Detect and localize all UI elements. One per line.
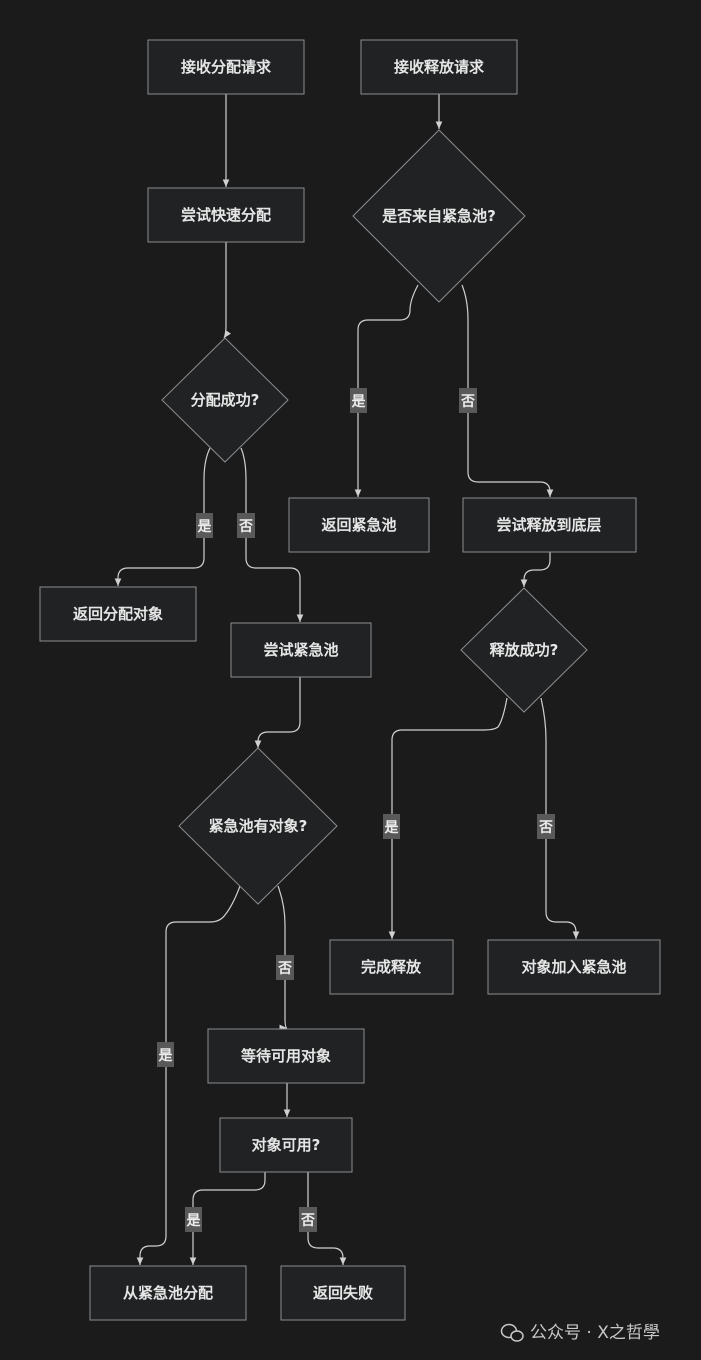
node-try-emergency: 尝试紧急池 <box>230 622 372 678</box>
node-return-alloc: 返回分配对象 <box>39 586 197 642</box>
node-release-ok-label: 释放成功? <box>490 641 559 659</box>
label-from-emergency-yes: 是 <box>350 388 367 413</box>
node-add-to-emergency-label: 对象加入紧急池 <box>521 958 626 976</box>
svg-text:是: 是 <box>385 820 400 836</box>
node-recv-alloc: 接收分配请求 <box>147 39 305 95</box>
node-alloc-ok-decision: 分配成功? <box>161 337 289 463</box>
watermark-text: 公众号 · X之哲學 <box>530 1323 660 1343</box>
node-recv-release: 接收释放请求 <box>360 39 518 95</box>
label-avail-yes: 是 <box>185 1207 202 1232</box>
node-wait-obj: 等待可用对象 <box>207 1028 365 1084</box>
label-has-yes: 是 <box>157 1042 174 1067</box>
label-avail-no: 否 <box>299 1207 317 1232</box>
node-release-done: 完成释放 <box>329 939 454 995</box>
svg-text:是: 是 <box>187 1213 202 1229</box>
node-recv-release-label: 接收释放请求 <box>394 58 485 76</box>
node-try-release-bottom-label: 尝试释放到底层 <box>496 516 601 534</box>
svg-text:是: 是 <box>198 519 213 535</box>
node-try-release-bottom: 尝试释放到底层 <box>462 497 637 553</box>
label-release-ok-yes: 是 <box>383 814 400 839</box>
edges <box>114 94 580 1265</box>
node-return-fail: 返回失败 <box>280 1265 406 1321</box>
node-from-emergency-label: 是否来自紧急池? <box>381 207 496 225</box>
edge-alloc-ok-yes <box>114 447 211 586</box>
label-from-emergency-no: 否 <box>459 388 477 413</box>
node-try-fast: 尝试快速分配 <box>147 187 305 243</box>
edge-release-ok-yes <box>388 697 508 939</box>
edge-try-bottom-to-release-ok <box>520 552 551 587</box>
edge-release-ok-no <box>540 697 580 939</box>
edge-try-emergency-to-has <box>254 677 301 748</box>
node-obj-avail: 对象可用? <box>219 1117 353 1173</box>
label-alloc-ok-no: 否 <box>237 513 255 538</box>
label-has-no: 否 <box>276 955 294 980</box>
watermark: 公众号 · X之哲學 <box>500 1323 660 1343</box>
node-return-emergency: 返回紧急池 <box>288 497 430 553</box>
edge-from-emergency-yes <box>354 284 419 497</box>
edge-try-fast-to-alloc-ok <box>223 242 231 339</box>
label-alloc-ok-yes: 是 <box>196 513 213 538</box>
node-alloc-from-emergency: 从紧急池分配 <box>89 1265 247 1321</box>
node-release-ok-decision: 释放成功? <box>460 587 588 713</box>
node-alloc-from-emergency-label: 从紧急池分配 <box>123 1284 213 1302</box>
edge-alloc-ok-no <box>240 447 304 622</box>
label-release-ok-no: 否 <box>537 814 555 839</box>
node-try-emergency-label: 尝试紧急池 <box>263 641 338 659</box>
svg-text:否: 否 <box>238 519 253 535</box>
edge-from-emergency-no <box>461 284 554 497</box>
edge-labels: 是 否 是 否 是 否 否 是 <box>157 388 555 1232</box>
node-wait-obj-label: 等待可用对象 <box>241 1047 331 1065</box>
node-from-emergency-decision: 是否来自紧急池? <box>352 129 526 303</box>
node-return-alloc-label: 返回分配对象 <box>73 605 163 623</box>
node-emergency-has-decision: 紧急池有对象? <box>178 747 338 905</box>
edge-avail-no <box>307 1172 347 1265</box>
svg-text:否: 否 <box>277 961 292 977</box>
node-emergency-has-label: 紧急池有对象? <box>209 817 308 835</box>
wechat-icon <box>500 1323 524 1342</box>
node-obj-avail-label: 对象可用? <box>252 1136 321 1154</box>
node-release-done-label: 完成释放 <box>361 958 422 976</box>
svg-text:否: 否 <box>460 394 475 410</box>
edge-has-yes <box>136 885 241 1265</box>
node-recv-alloc-label: 接收分配请求 <box>181 58 272 76</box>
svg-text:否: 否 <box>538 820 553 836</box>
svg-text:否: 否 <box>300 1213 315 1229</box>
node-alloc-ok-label: 分配成功? <box>191 391 260 409</box>
node-try-fast-label: 尝试快速分配 <box>181 206 271 224</box>
node-return-fail-label: 返回失败 <box>313 1284 373 1302</box>
svg-text:是: 是 <box>352 394 367 410</box>
node-return-emergency-label: 返回紧急池 <box>321 516 396 534</box>
edge-avail-yes <box>189 1172 266 1265</box>
svg-text:是: 是 <box>159 1048 174 1064</box>
node-add-to-emergency: 对象加入紧急池 <box>487 939 661 995</box>
